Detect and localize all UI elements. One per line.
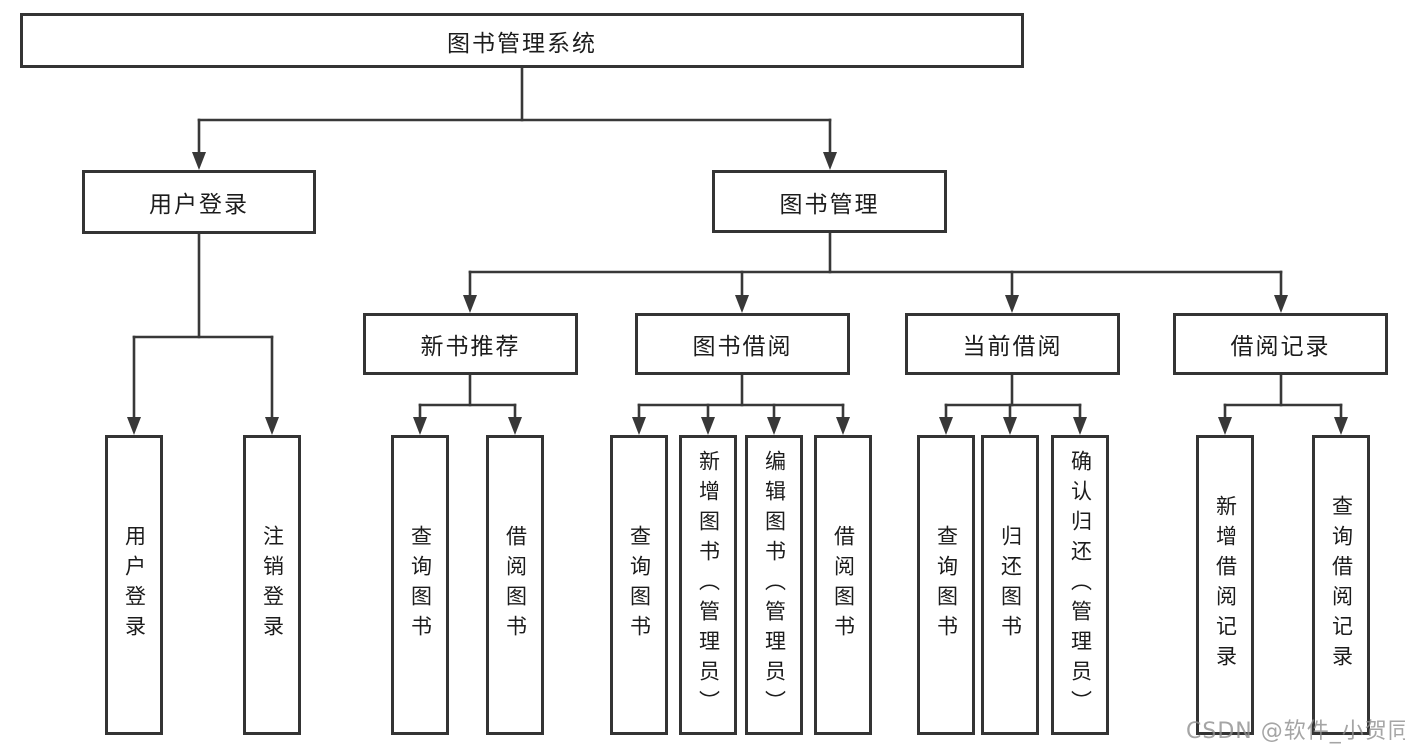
node-library-management-system: 图书管理系统 (20, 13, 1024, 68)
leaf-borrow-add-books-admin: 新增图书（管理员） (679, 435, 737, 735)
csdn-watermark: CSDN @软件_小贺同学 (1186, 719, 1405, 744)
leaf-recommend-query-books: 查询图书 (391, 435, 449, 735)
leaf-records-add-record: 新增借阅记录 (1196, 435, 1254, 735)
node-borrow-records: 借阅记录 (1173, 313, 1388, 375)
leaf-borrow-borrow-books: 借阅图书 (814, 435, 872, 735)
leaf-current-return-books: 归还图书 (981, 435, 1039, 735)
leaf-borrow-edit-books-admin: 编辑图书（管理员） (745, 435, 803, 735)
node-user-login: 用户登录 (82, 170, 316, 234)
leaf-logout: 注销登录 (243, 435, 301, 735)
leaf-current-confirm-return-admin: 确认归还（管理员） (1051, 435, 1109, 735)
node-book-management: 图书管理 (712, 170, 947, 233)
node-current-borrow: 当前借阅 (905, 313, 1120, 375)
leaf-borrow-query-books: 查询图书 (610, 435, 668, 735)
leaf-current-query-books: 查询图书 (917, 435, 975, 735)
leaf-user-login: 用户登录 (105, 435, 163, 735)
leaf-records-query-record: 查询借阅记录 (1312, 435, 1370, 735)
leaf-recommend-borrow-books: 借阅图书 (486, 435, 544, 735)
node-book-borrow: 图书借阅 (635, 313, 850, 375)
node-new-book-recommend: 新书推荐 (363, 313, 578, 375)
